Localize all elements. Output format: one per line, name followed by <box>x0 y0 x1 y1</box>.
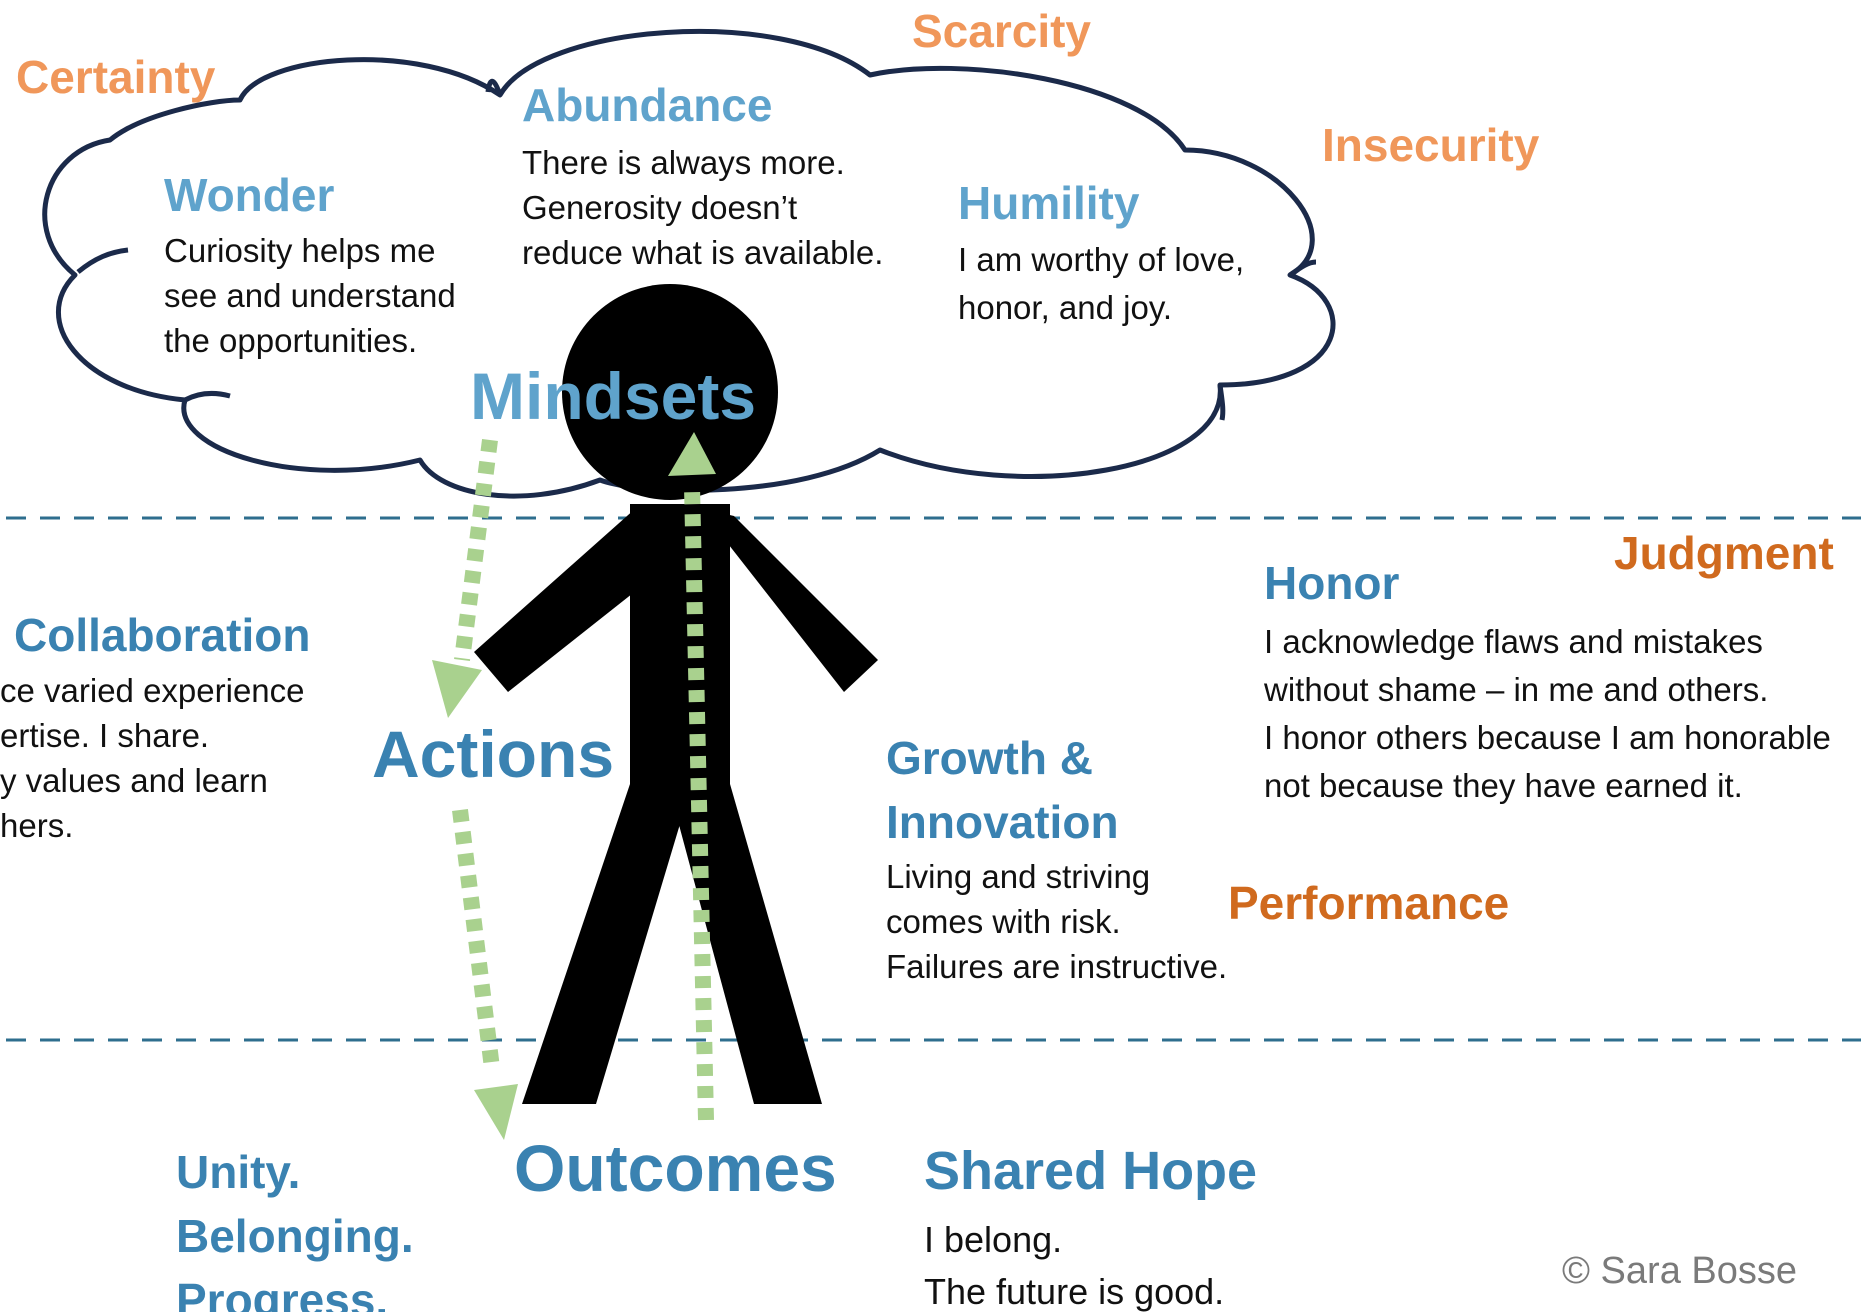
wonder-title: Wonder <box>164 169 335 221</box>
figure-right-leg <box>668 784 822 1104</box>
cloud-lobe-bottom-left <box>183 390 231 403</box>
shared-hope-line: The future is good. <box>924 1271 1225 1312</box>
honor-text: I acknowledge flaws and mistakes without… <box>1264 618 1831 810</box>
humility-title: Humility <box>958 177 1140 229</box>
collaboration-line: ce varied experience <box>0 672 305 709</box>
honor-line: I acknowledge flaws and mistakes <box>1264 623 1763 660</box>
shared-hope-title: Shared Hope <box>924 1141 1258 1201</box>
unity-line: Unity. <box>176 1146 301 1198</box>
growth-text: Living and striving comes with risk. Fai… <box>886 854 1227 989</box>
actions-label: Actions <box>372 717 615 791</box>
label-insecurity: Insecurity <box>1322 119 1540 171</box>
label-certainty: Certainty <box>16 51 216 103</box>
figure-right-arm <box>700 508 878 692</box>
growth-line: Living and striving <box>886 858 1151 895</box>
arrow-outcomes-to-mindsets <box>668 432 716 1121</box>
label-performance: Performance <box>1228 877 1510 929</box>
figure-head <box>562 284 778 500</box>
wonder-line: Curiosity helps me <box>164 232 436 269</box>
arrow-actions-to-outcomes <box>452 809 518 1140</box>
shared-hope-line: I belong. <box>924 1219 1063 1260</box>
figure-left-arm <box>474 508 690 692</box>
collaboration-line: y values and learn <box>0 762 268 799</box>
shared-hope-text: I belong. The future is good. <box>924 1214 1224 1312</box>
cloud-lobe-right <box>1288 259 1317 278</box>
arrowhead-down <box>474 1084 518 1140</box>
outcomes-label: Outcomes <box>514 1131 837 1205</box>
arrow-mindsets-to-actions <box>432 438 498 718</box>
mindsets-label: Mindsets <box>470 359 757 433</box>
unity-text: Unity. Belonging. Progress. <box>176 1140 414 1312</box>
cloud-lobe-bottom-right <box>1217 384 1226 421</box>
growth-title: Growth & Innovation <box>886 726 1119 854</box>
wonder-line: see and understand <box>164 277 456 314</box>
humility-line: I am worthy of love, <box>958 241 1245 278</box>
honor-line: I honor others because I am honorable <box>1264 719 1831 756</box>
abundance-title: Abundance <box>522 79 773 131</box>
humility-text: I am worthy of love, honor, and joy. <box>958 236 1244 332</box>
unity-line: Progress. <box>176 1274 389 1312</box>
copyright: © Sara Bosse <box>1562 1250 1797 1292</box>
abundance-line: There is always more. <box>522 144 845 181</box>
cloud-lobe-top <box>485 79 503 96</box>
growth-title-line: Innovation <box>886 796 1119 848</box>
stick-figure <box>474 284 878 1104</box>
figure-left-leg <box>522 784 692 1104</box>
honor-line: without shame – in me and others. <box>1264 671 1769 708</box>
growth-line: Failures are instructive. <box>886 948 1228 985</box>
honor-title: Honor <box>1264 557 1400 609</box>
growth-line: comes with risk. <box>886 903 1121 940</box>
collaboration-line: hers. <box>0 807 74 844</box>
abundance-line: Generosity doesn’t <box>522 189 798 226</box>
humility-line: honor, and joy. <box>958 289 1173 326</box>
abundance-line: reduce what is available. <box>522 234 884 271</box>
mindset-cloud <box>42 28 1336 499</box>
collaboration-title: Collaboration <box>14 609 311 661</box>
collaboration-text: ce varied experience ertise. I share. y … <box>0 668 305 848</box>
unity-line: Belonging. <box>176 1210 414 1262</box>
arrowhead-up <box>668 432 716 476</box>
cloud-lobe-left <box>76 247 129 274</box>
growth-title-line: Growth & <box>886 732 1093 784</box>
wonder-line: the opportunities. <box>164 322 418 359</box>
abundance-text: There is always more. Generosity doesn’t… <box>522 140 883 275</box>
honor-line: not because they have earned it. <box>1264 767 1743 804</box>
arrowhead-down <box>432 660 482 718</box>
wonder-text: Curiosity helps me see and understand th… <box>164 228 456 363</box>
label-judgment: Judgment <box>1614 527 1834 579</box>
collaboration-line: ertise. I share. <box>0 717 210 754</box>
label-scarcity: Scarcity <box>912 5 1092 57</box>
